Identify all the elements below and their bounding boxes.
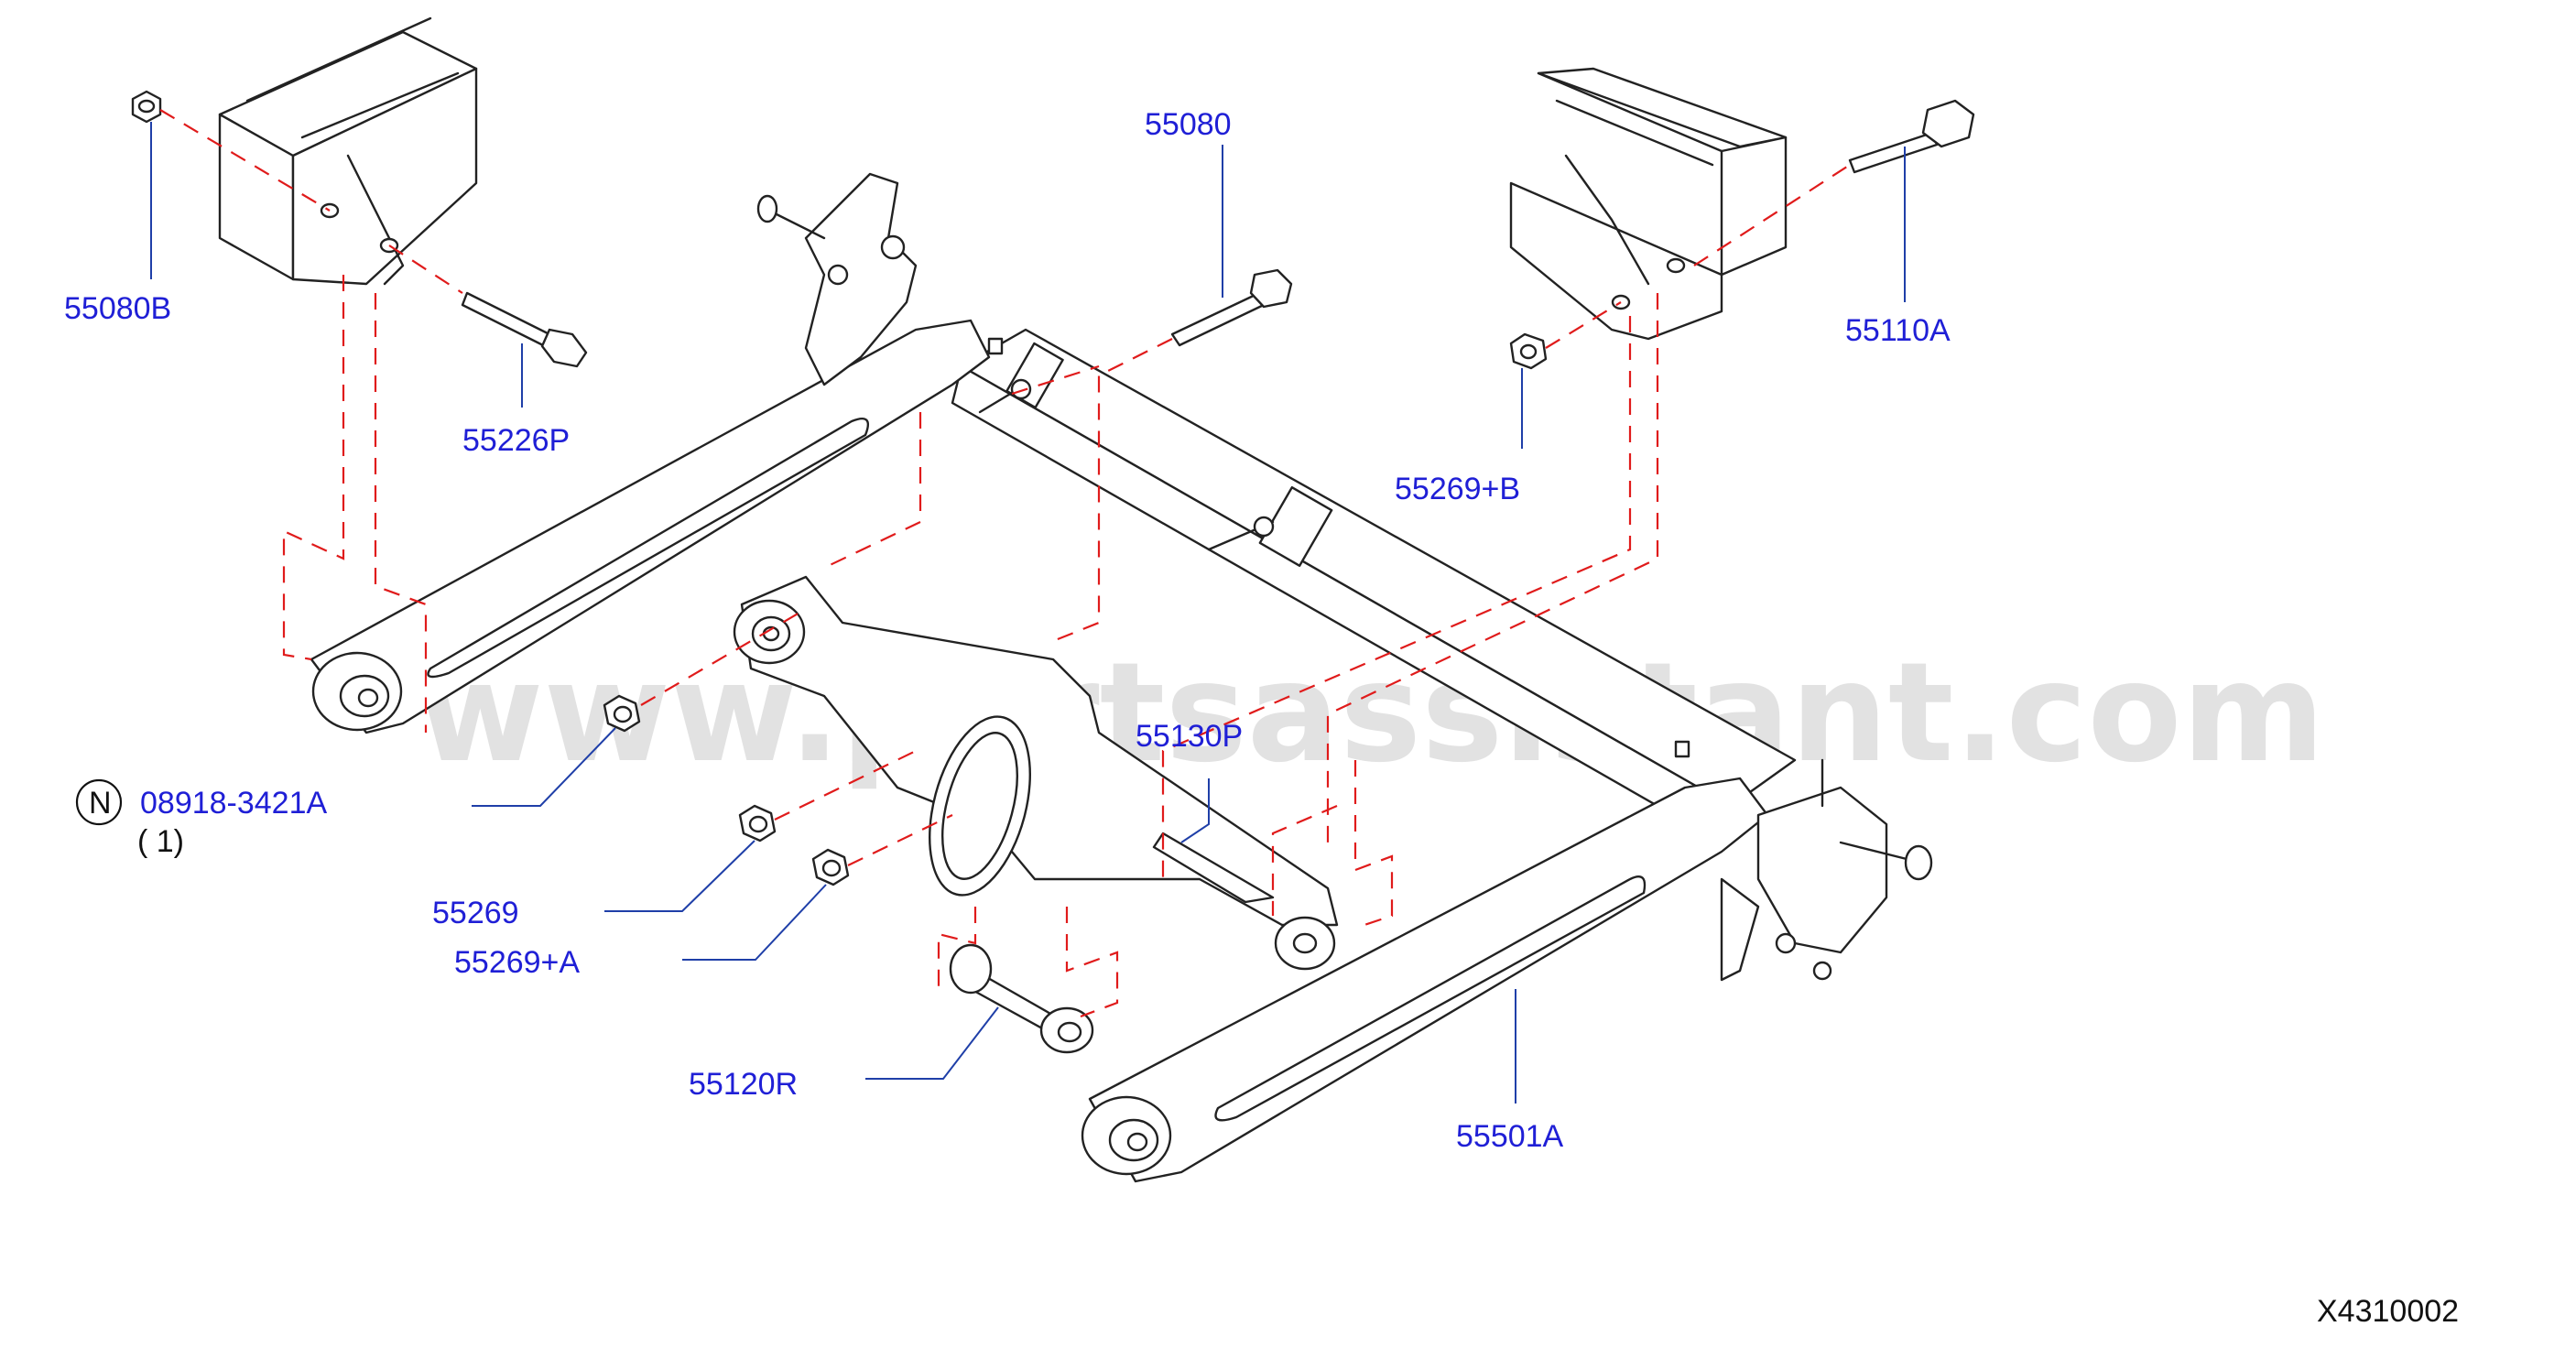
bolt-55110a — [1848, 99, 1975, 174]
nut-55269b — [1509, 332, 1548, 370]
nut-55269 — [738, 804, 777, 843]
nut-55080b — [131, 90, 162, 124]
callout-55080b[interactable]: 55080B — [64, 291, 171, 326]
callout-55120r[interactable]: 55120R — [689, 1067, 798, 1102]
nut-08918 — [603, 694, 641, 733]
left-trailing-arm — [310, 172, 991, 734]
bolt-55226p — [461, 291, 588, 368]
bolt-55080 — [1170, 268, 1293, 347]
torsion-beam — [951, 328, 1797, 844]
note-quantity: ( 1) — [137, 824, 184, 859]
callout-08918[interactable]: 08918-3421A — [140, 786, 328, 821]
left-frame-rail — [218, 16, 478, 286]
lateral-link — [949, 943, 1094, 1054]
watermark-text: www.partsassistant.com — [417, 634, 2325, 793]
callout-55130p[interactable]: 55130P — [1136, 719, 1243, 754]
callout-55226p[interactable]: 55226P — [462, 423, 570, 458]
callout-55080[interactable]: 55080 — [1145, 107, 1232, 142]
callout-55110a[interactable]: 55110A — [1845, 313, 1951, 348]
right-frame-rail — [1509, 67, 1788, 341]
callout-labels: 55080B 55226P 55080 55110A 55269+B 08918… — [64, 107, 1951, 1154]
nut-55269a — [811, 848, 850, 886]
drawing-code: X4310002 — [2317, 1294, 2459, 1329]
note-symbol: N — [89, 786, 112, 821]
callout-55501a[interactable]: 55501A — [1456, 1119, 1564, 1154]
note-marker: N ( 1) — [75, 778, 184, 859]
callout-55269b[interactable]: 55269+B — [1395, 472, 1520, 506]
callout-55269a[interactable]: 55269+A — [454, 945, 580, 980]
leader-lines — [150, 122, 1906, 1104]
fasteners — [131, 90, 1975, 886]
assembly-lines — [159, 109, 1851, 1018]
right-trailing-arm — [1081, 758, 1933, 1183]
callout-55269[interactable]: 55269 — [432, 896, 519, 930]
note-circle — [75, 778, 123, 826]
